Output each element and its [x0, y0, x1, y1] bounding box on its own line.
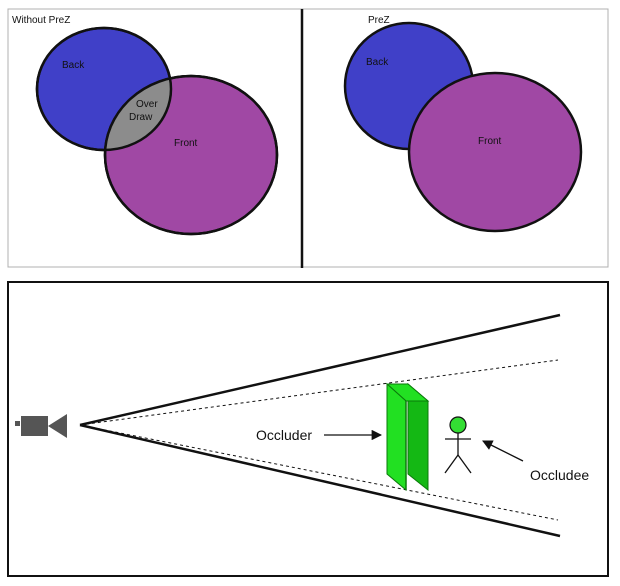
- without-prez-title: Without PreZ: [12, 15, 70, 26]
- without-prez-panel: Without PreZ Back Over Draw Front: [12, 15, 279, 236]
- occlusion-scene: Occluder Occludee: [15, 313, 589, 538]
- frustum-edge-top: [79, 313, 561, 427]
- front-circle-outline: [103, 74, 279, 236]
- front-circle: [407, 71, 583, 233]
- occluder-label: Occluder: [256, 427, 312, 443]
- occludee-label: Occludee: [530, 467, 589, 483]
- prez-panel: PreZ Back Front: [343, 15, 583, 233]
- back-label: Back: [62, 60, 85, 71]
- overdraw-label-line1: Over: [136, 99, 158, 110]
- frustum-edge-bottom: [79, 423, 561, 538]
- overdraw-label-line2: Draw: [129, 112, 153, 123]
- occludee-arrow: [482, 440, 524, 462]
- front-label: Front: [174, 138, 198, 149]
- overdraw-region: [105, 76, 171, 150]
- camera-icon: [15, 414, 67, 438]
- occluder-box: [385, 382, 430, 492]
- frustum-inner-top: [79, 359, 559, 426]
- back-label: Back: [366, 57, 389, 68]
- prez-title: PreZ: [368, 15, 390, 26]
- front-label: Front: [478, 136, 502, 147]
- bottom-panel-frame: [7, 281, 609, 577]
- stick-figure-icon: [444, 416, 472, 474]
